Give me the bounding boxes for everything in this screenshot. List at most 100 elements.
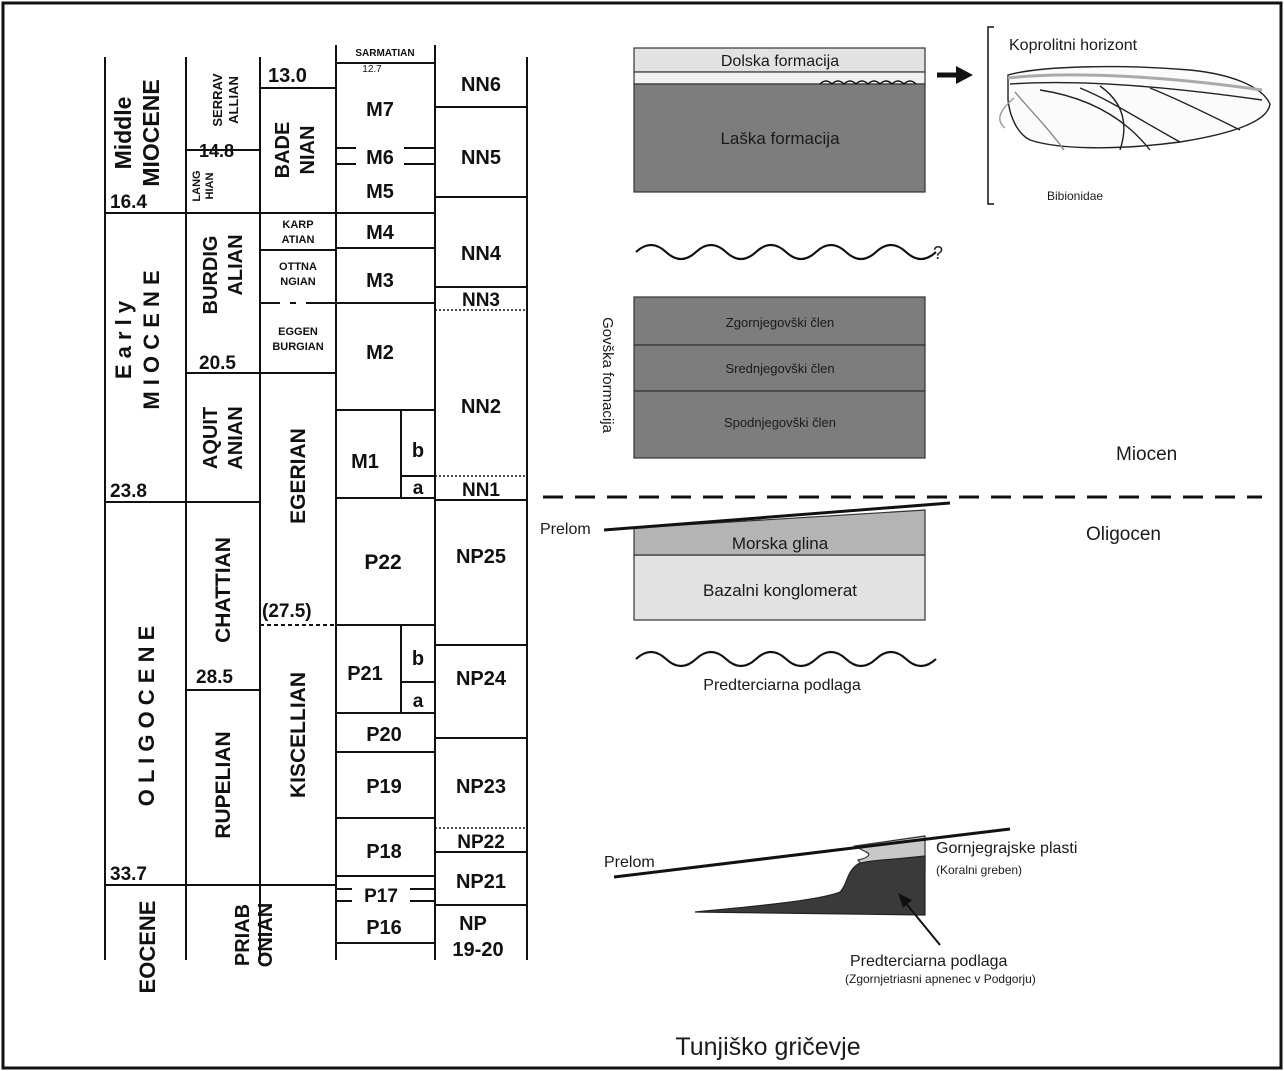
koralni-label: (Koralni greben): [936, 863, 1022, 877]
stage-badenian-1: BADE: [272, 122, 294, 179]
zone-p18: P18: [366, 841, 402, 863]
dolska-label: Dolska formacija: [721, 53, 839, 70]
zone-p19: P19: [366, 776, 402, 798]
stage-ottnangian-2: NGIAN: [280, 276, 316, 288]
age-12-7: 12.7: [362, 64, 382, 75]
stage-rupelian: RUPELIAN: [212, 731, 235, 838]
epoch-early-miocene-label: M I O C E N E: [139, 270, 164, 409]
gornjegrajske-label: Gornjegrajske plasti: [936, 840, 1077, 857]
zone-np24: NP24: [456, 668, 507, 690]
stage-priabonian-2: ONIAN: [255, 903, 277, 967]
bazalni-box: [633, 554, 926, 621]
stage-egerian: EGERIAN: [287, 428, 310, 524]
laska-label: Laška formacija: [720, 129, 840, 148]
bibionidae-label: Bibionidae: [1047, 189, 1103, 203]
spodnjegovski-box: [633, 390, 926, 459]
chronostratigraphic-chart: [104, 45, 528, 960]
zone-p17: P17: [364, 886, 398, 907]
age-33-7: 33.7: [110, 864, 147, 885]
question-mark: ?: [933, 243, 943, 263]
stage-burdigalian-1: BURDIG: [200, 236, 222, 315]
zone-m1: M1: [351, 451, 379, 473]
zone-np19-20-1: NP: [459, 913, 487, 935]
zone-np21: NP21: [456, 871, 506, 893]
stage-karpatian-1: KARP: [282, 219, 313, 231]
insect-bracket: [987, 26, 994, 205]
arrow-icon: [956, 66, 973, 84]
zone-m5: M5: [366, 181, 394, 203]
zone-p20: P20: [366, 724, 402, 746]
zone-m1-b: b: [412, 440, 424, 462]
stage-langhian-2: HIAN: [204, 173, 216, 200]
zone-nn4: NN4: [461, 243, 502, 265]
zone-p16: P16: [366, 917, 402, 939]
stage-badenian-2: NIAN: [297, 126, 319, 175]
stage-serravallian-2: ALLIAN: [226, 76, 241, 124]
lower-section: Prelom Morska glina Bazalni konglomerat …: [540, 501, 951, 694]
zone-nn6: NN6: [461, 74, 501, 96]
epoch-miocene-label: MIOCENE: [138, 79, 164, 186]
stage-kiscellian: KISCELLIAN: [287, 672, 310, 798]
zone-m2: M2: [366, 342, 394, 364]
stage-burdigalian-2: ALIAN: [225, 234, 247, 295]
stage-serravallian-1: SERRAV: [210, 73, 225, 127]
fault-line-2: [613, 827, 1011, 879]
stage-eggenburgian-2: BURGIAN: [272, 341, 323, 353]
zone-np25: NP25: [456, 546, 506, 568]
unconformity-wave-upper: [635, 243, 937, 261]
zone-np23: NP23: [456, 776, 506, 798]
zone-m1-a: a: [413, 478, 424, 499]
fault-line-1: [603, 501, 951, 532]
pointer-arrow-head: [898, 893, 912, 908]
zone-m3: M3: [366, 270, 394, 292]
zone-p22: P22: [364, 551, 401, 574]
figure-caption: Tunjiško gričevje: [675, 1033, 860, 1061]
age-23-8: 23.8: [110, 481, 147, 502]
zgornjetriasni-label: (Zgornjetriasni apnenec v Podgorju): [845, 972, 1036, 986]
zone-p21: P21: [347, 663, 383, 685]
laska-formation-box: [633, 83, 926, 193]
unconformity-wave-small: [819, 80, 917, 86]
zone-nn5: NN5: [461, 147, 501, 169]
zone-m4: M4: [366, 222, 395, 244]
age-27-5: (27.5): [262, 601, 312, 622]
stage-langhian-1: LANG: [191, 170, 203, 201]
miocen-label: Miocen: [1116, 444, 1177, 465]
zone-m6: M6: [366, 147, 394, 169]
zone-np22: NP22: [457, 832, 505, 853]
zone-nn2: NN2: [461, 396, 501, 418]
epoch-oligocene-label: O L I G O C E N E: [134, 626, 159, 807]
basement-limestone-shape: [694, 855, 926, 916]
morska-glina-box: [633, 509, 926, 556]
age-14-8: 14.8: [199, 141, 234, 161]
koprolitni-label: Koprolitni horizont: [1009, 37, 1138, 54]
stage-ottnangian-1: OTTNA: [279, 261, 317, 273]
age-13-0: 13.0: [268, 65, 307, 87]
zone-m7: M7: [366, 99, 394, 121]
age-16-4: 16.4: [110, 192, 147, 213]
zone-p21-b: b: [412, 648, 424, 670]
oligocen-label: Oligocen: [1086, 524, 1161, 545]
zone-np19-20-2: 19-20: [452, 939, 503, 961]
prelom-label-2: Prelom: [604, 854, 655, 871]
epoch-early-label: E a r l y: [111, 300, 136, 379]
zone-p21-a: a: [413, 691, 424, 712]
stage-priabonian-1: PRIAB: [232, 904, 254, 966]
prelom-label-1: Prelom: [540, 521, 591, 538]
age-20-5: 20.5: [199, 353, 236, 374]
stage-eggenburgian-1: EGGEN: [278, 326, 318, 338]
age-28-5: 28.5: [196, 667, 233, 688]
zgornjegovski-label: Zgornjegovški člen: [726, 315, 834, 330]
unconformity-wave-lower: [635, 650, 937, 668]
stage-sarmatian: SARMATIAN: [355, 48, 414, 59]
bibionidae-wing-icon: [999, 65, 1271, 151]
zone-nn1: NN1: [462, 480, 500, 501]
pointer-arrow-line: [903, 900, 941, 946]
govska-section: Zgornjegovški člen Srednjegovški člen Sp…: [599, 296, 926, 459]
zone-nn3: NN3: [462, 290, 500, 311]
spodnjegovski-label: Spodnjegovški člen: [724, 415, 836, 430]
predterciarna-label-1: Predterciarna podlaga: [703, 677, 861, 694]
stage-aquitanian-2: ANIAN: [225, 406, 247, 469]
epoch-eocene-label: EOCENE: [135, 901, 160, 994]
